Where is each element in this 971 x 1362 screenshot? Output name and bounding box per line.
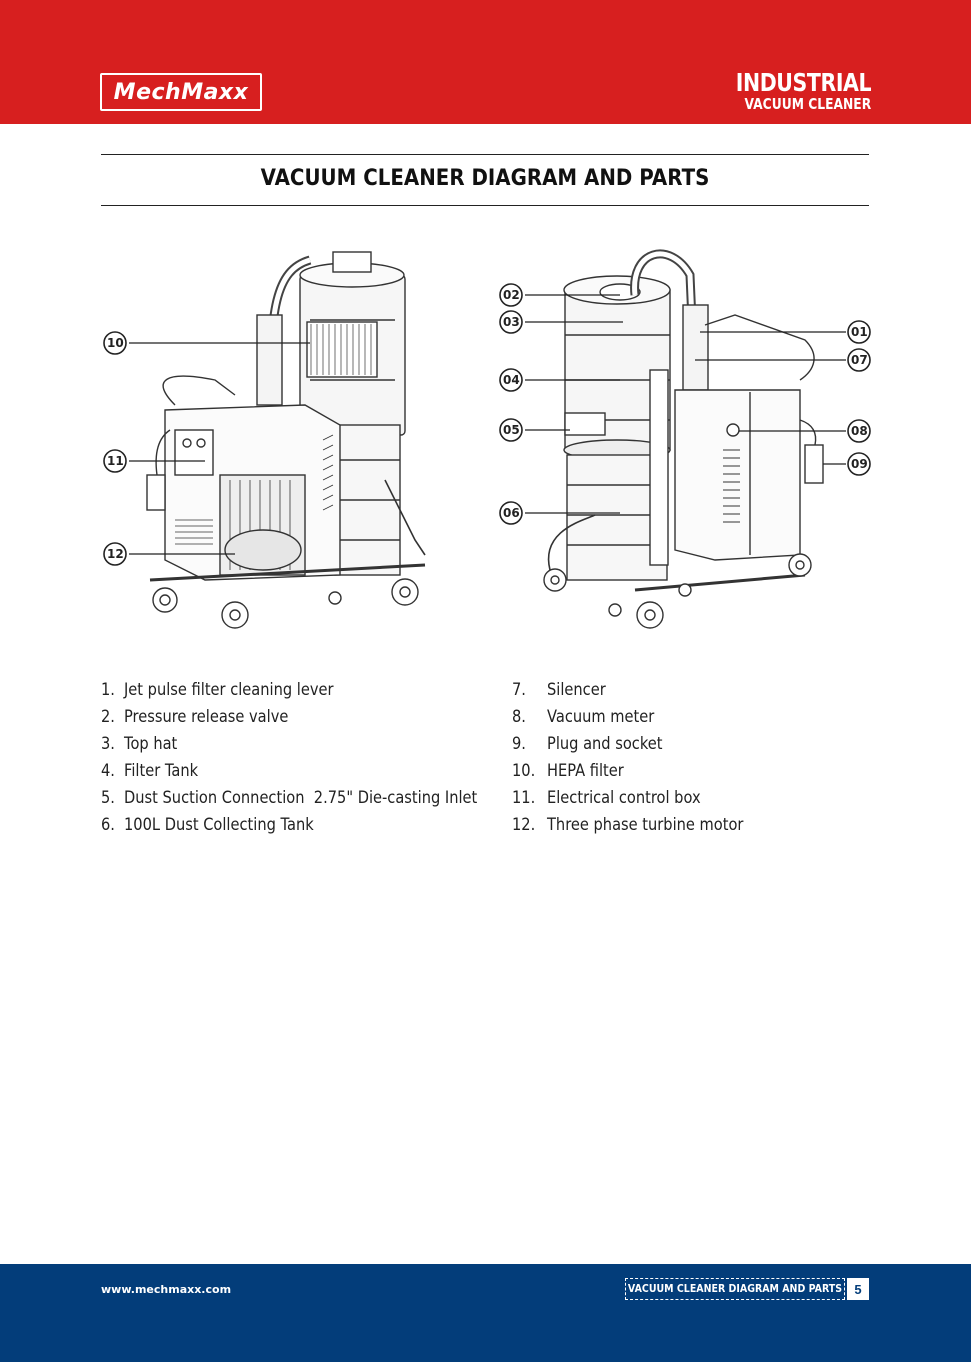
vacuum-diagram-front: 02 03 04 05 06 01 07 08 09 [499, 249, 871, 629]
callout-07: 07 [847, 348, 871, 372]
list-item: 12. Three phase turbine motor [512, 815, 775, 842]
vacuum-diagram-rear: 10 11 12 [103, 251, 426, 629]
item-label: Electrical control box [547, 788, 701, 808]
svg-text:03: 03 [503, 315, 520, 329]
list-item: 3. Top hat [101, 734, 535, 761]
item-label: Top hat [124, 734, 178, 754]
item-label: 100L Dust Collecting Tank [124, 815, 314, 835]
item-number: 9. [512, 734, 526, 754]
list-item: 11. Electrical control box [512, 788, 775, 815]
item-label: Pressure release valve [124, 707, 289, 727]
item-number: 4. [101, 761, 115, 781]
list-item: 8. Vacuum meter [512, 707, 775, 734]
svg-text:05: 05 [503, 423, 520, 437]
svg-text:09: 09 [851, 457, 868, 471]
svg-text:07: 07 [851, 353, 868, 367]
list-item: 9. Plug and socket [512, 734, 775, 761]
callout-01: 01 [847, 320, 871, 344]
item-number: 11. [512, 788, 536, 808]
callout-06: 06 [499, 501, 523, 525]
svg-text:10: 10 [107, 336, 124, 350]
callout-02: 02 [499, 283, 523, 307]
page-header: MechMaxx INDUSTRIAL VACUUM CLEANER [0, 0, 971, 124]
list-item: 10. HEPA filter [512, 761, 775, 788]
svg-text:04: 04 [503, 373, 520, 387]
page-title: VACUUM CLEANER DIAGRAM AND PARTS [260, 166, 710, 191]
svg-text:01: 01 [851, 325, 868, 339]
svg-text:11: 11 [107, 454, 124, 468]
list-item: 6. 100L Dust Collecting Tank [101, 815, 535, 842]
callout-04: 04 [499, 368, 523, 392]
svg-text:08: 08 [851, 424, 868, 438]
title-rule-bottom [101, 205, 869, 206]
item-label: Vacuum meter [547, 707, 655, 727]
item-label: Silencer [547, 680, 606, 700]
callout-10: 10 [103, 331, 127, 355]
callout-05: 05 [499, 418, 523, 442]
item-number: 1. [101, 680, 115, 700]
callout-11: 11 [103, 449, 127, 473]
callout-09: 09 [847, 452, 871, 476]
callout-03: 03 [499, 310, 523, 334]
callout-12: 12 [103, 542, 127, 566]
page-number: 5 [847, 1278, 869, 1300]
item-number: 5. [101, 788, 115, 808]
item-label: Dust Suction Connection 2.75" Die-castin… [124, 788, 478, 808]
brand-logo: MechMaxx [100, 73, 262, 111]
parts-list-left: 1. Jet pulse filter cleaning lever 2. Pres… [101, 680, 535, 842]
item-label: Filter Tank [124, 761, 199, 781]
svg-text:02: 02 [503, 288, 520, 302]
website-link[interactable]: www.mechmaxx.com [101, 1283, 232, 1296]
item-number: 3. [101, 734, 115, 754]
product-label: INDUSTRIAL VACUUM CLEANER [706, 68, 872, 113]
list-item: 7. Silencer [512, 680, 775, 707]
footer-section-text: VACUUM CLEANER DIAGRAM AND PARTS [627, 1283, 843, 1295]
list-item: 4. Filter Tank [101, 761, 535, 788]
item-label: Jet pulse filter cleaning lever [124, 680, 334, 700]
list-item: 5. Dust Suction Connection 2.75" Die-cast… [101, 788, 535, 815]
footer-section-label: VACUUM CLEANER DIAGRAM AND PARTS [625, 1278, 845, 1300]
svg-text:06: 06 [503, 506, 520, 520]
item-label: Plug and socket [547, 734, 663, 754]
item-number: 12. [512, 815, 536, 835]
title-rule-top [101, 154, 869, 155]
item-number: 6. [101, 815, 115, 835]
item-number: 7. [512, 680, 526, 700]
item-label: HEPA filter [547, 761, 624, 781]
item-number: 10. [512, 761, 536, 781]
item-number: 2. [101, 707, 115, 727]
page-footer: www.mechmaxx.com VACUUM CLEANER DIAGRAM … [0, 1264, 971, 1362]
product-label-line2: VACUUM CLEANER [744, 95, 871, 113]
list-item: 2. Pressure release valve [101, 707, 535, 734]
item-label: Three phase turbine motor [547, 815, 744, 835]
svg-text:12: 12 [107, 547, 124, 561]
parts-list-right: 7. Silencer 8. Vacuum meter 9. Plug and soc… [512, 680, 775, 842]
product-label-line1: INDUSTRIAL [735, 68, 872, 97]
callout-08: 08 [847, 419, 871, 443]
brand-logo-text: MechMaxx [113, 79, 249, 105]
list-item: 1. Jet pulse filter cleaning lever [101, 680, 535, 707]
item-number: 8. [512, 707, 526, 727]
